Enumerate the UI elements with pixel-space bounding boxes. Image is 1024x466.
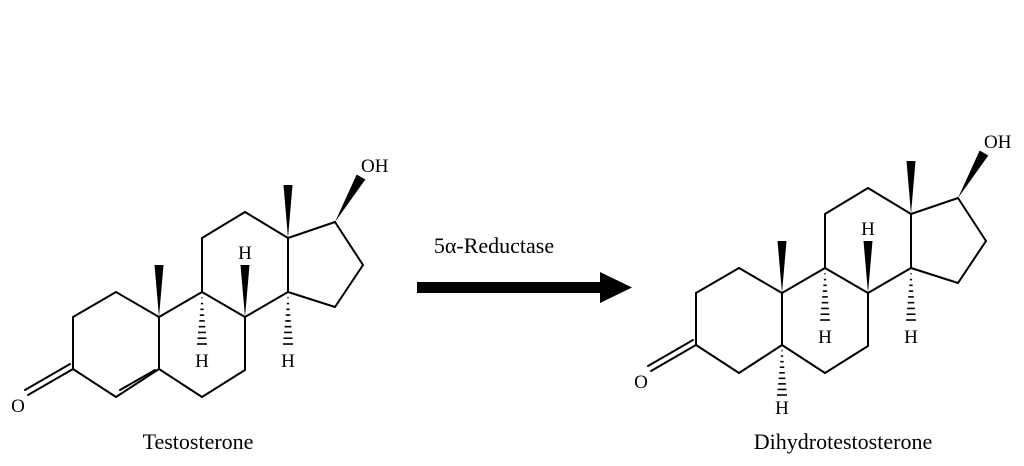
h9-label: H: [818, 327, 832, 348]
h5-label: H: [775, 398, 789, 419]
enzyme-label: 5α-Reductase: [434, 233, 554, 258]
bond-c3-c4: [695, 344, 740, 374]
h14-hash: [906, 272, 916, 321]
h14-hash: [283, 296, 293, 345]
bond-c8-c9: [824, 267, 869, 294]
bond-c1-c2: [72, 291, 117, 318]
carbonyl-bond: [27, 368, 74, 396]
bond-c17-c13: [910, 197, 959, 215]
bond-c11-c12: [824, 187, 869, 215]
carbonyl-bond: [650, 344, 697, 372]
dihydrotestosterone-structure: O OH H H H H: [634, 132, 1012, 419]
hydroxyl-label: OH: [361, 156, 389, 177]
bond-c15-c16: [334, 264, 364, 308]
carbonyl-bond-second: [24, 363, 71, 391]
h8-wedge: [240, 265, 250, 317]
methyl-c18-wedge: [906, 161, 916, 214]
methyl-c19-wedge: [154, 265, 164, 317]
arrow-shaft: [417, 282, 603, 293]
reaction-arrow: [417, 272, 632, 303]
bond-c9-c10: [781, 267, 826, 294]
carbon-skeleton: [647, 150, 989, 396]
bond-c16-c17: [334, 221, 364, 266]
methyl-c19-wedge: [777, 241, 787, 293]
bond-c5-c6: [781, 344, 826, 374]
bond-c14-c8: [244, 291, 289, 318]
hydroxyl-label: OH: [984, 132, 1012, 153]
arrow-head-icon: [600, 272, 632, 303]
bond-c12-c13: [244, 211, 289, 239]
h14-label: H: [904, 327, 918, 348]
bond-c4-c5: [115, 368, 160, 398]
bond-c10-c1: [115, 291, 160, 318]
reactant-name: Testosterone: [143, 429, 254, 454]
bond-c1-c2: [695, 267, 740, 294]
methyl-c18-wedge: [283, 185, 293, 238]
bond-c12-c13: [867, 187, 912, 215]
bond-c14-c15: [287, 291, 336, 308]
carbonyl-bond-second: [647, 339, 694, 367]
h14-label: H: [281, 351, 295, 372]
bond-c17-c13: [287, 221, 336, 239]
hydroxyl-wedge: [335, 174, 366, 222]
bond-c11-c12: [201, 211, 246, 239]
oxygen-label: O: [11, 396, 25, 417]
oxygen-label: O: [634, 372, 648, 393]
testosterone-structure: O OH H H H: [11, 156, 389, 417]
h9-hash: [820, 272, 830, 321]
bond-c5-c6: [158, 368, 203, 398]
h9-label: H: [195, 351, 209, 372]
bond-c10-c1: [738, 267, 783, 294]
bond-c16-c17: [957, 197, 987, 242]
bond-c14-c15: [910, 267, 959, 284]
double-bond-c4-c5-inner: [119, 369, 156, 391]
h8-wedge: [863, 241, 873, 293]
hydroxyl-wedge: [958, 150, 989, 198]
product-name: Dihydrotestosterone: [754, 429, 932, 454]
h8-label: H: [238, 243, 252, 264]
bond-c15-c16: [957, 240, 987, 284]
bond-c14-c8: [867, 267, 912, 294]
bond-c8-c9: [201, 291, 246, 318]
bond-c6-c7: [824, 345, 869, 374]
bond-c4-c5: [738, 344, 783, 374]
h8-label: H: [861, 219, 875, 240]
bond-c9-c10: [158, 291, 203, 318]
h9-hash: [197, 296, 207, 345]
bond-c6-c7: [201, 369, 246, 398]
bond-c3-c4: [72, 368, 117, 398]
h5-hash: [777, 349, 787, 396]
carbon-skeleton: [24, 174, 366, 398]
